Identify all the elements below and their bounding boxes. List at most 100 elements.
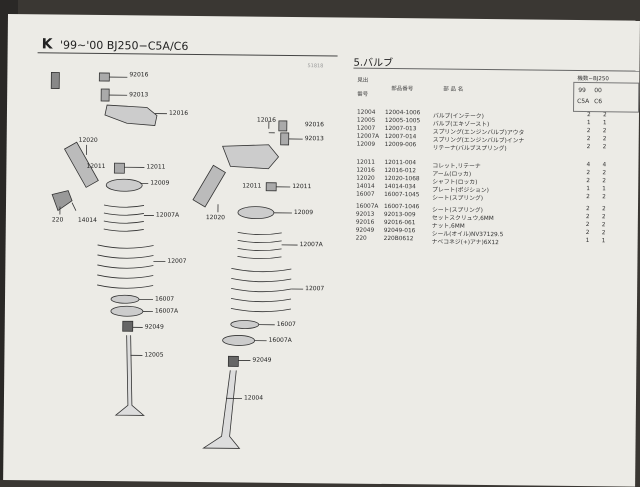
callout-12016: 12016 [169, 110, 188, 117]
callout-12020: 12020 [79, 137, 98, 144]
part-number: 12009-006 [385, 142, 417, 148]
page-code: 51818 [307, 63, 323, 69]
qty-c5a: 2 [586, 214, 590, 220]
part-number: 12007-013 [385, 126, 417, 132]
ref-number: 12009 [357, 142, 376, 148]
qty-c6: 2 [603, 136, 607, 142]
callout-12011-right: 12011 [146, 163, 165, 170]
callout-92016-right: 92016 [305, 121, 324, 128]
qty-c6: 2 [602, 206, 606, 212]
qty-c5a: 2 [587, 136, 591, 142]
callout-16007: 16007 [155, 296, 174, 303]
ref-number: 12007A [357, 134, 379, 140]
qty-c5a: 1 [586, 238, 590, 244]
part-number: 92013-009 [384, 212, 416, 218]
qty-c6: 2 [602, 214, 606, 220]
qty-c6: 2 [603, 144, 607, 150]
ref-number: 220 [356, 236, 367, 242]
part-name: リテーナ(バルブスプリング) [433, 142, 507, 152]
callout-12007a: 12007A [156, 212, 179, 219]
qty-c6: 2 [602, 222, 606, 228]
callout-92013: 92013 [129, 91, 148, 98]
rocker-arm-icon [105, 105, 157, 126]
qty-c6: 1 [602, 186, 606, 192]
callout-16007a-right: 16007A [269, 337, 292, 344]
col-part-header: 部品番号 [391, 84, 413, 92]
ref-number: 92016 [356, 220, 375, 226]
callout-16007a: 16007A [155, 308, 178, 315]
ref-number: 92049 [356, 228, 375, 234]
ref-number: 16007 [356, 192, 375, 198]
qty-c5a: 1 [587, 120, 591, 126]
callout-92016: 92016 [129, 71, 148, 78]
part-number: 14014-034 [384, 184, 416, 190]
qty-c5a: 2 [586, 178, 590, 184]
callout-12005: 12005 [144, 351, 163, 358]
spring-seat-a-icon [111, 306, 143, 316]
qty-c5a: 2 [587, 128, 591, 134]
qty-c6: 4 [602, 162, 606, 168]
part-number: 220B0612 [384, 236, 414, 242]
callout-12016-right: 12016 [257, 117, 276, 124]
oil-seal-icon [123, 321, 133, 331]
part-number: 16007-1045 [384, 192, 419, 198]
callout-12009: 12009 [150, 179, 169, 186]
qty-c6: 1 [602, 238, 606, 244]
qty-c6: 2 [603, 128, 607, 134]
col-ref-header: 見出 [357, 76, 368, 84]
spring-seat-icon [111, 295, 139, 303]
retainer-icon [106, 179, 142, 191]
model-year-00: 00 [594, 87, 602, 94]
model-year-99: 99 [578, 87, 586, 94]
qty-c5a: 2 [586, 206, 590, 212]
model-code-c6: C6 [594, 98, 602, 105]
callout-16007-right: 16007 [277, 321, 296, 328]
callout-12007a-right: 12007A [300, 241, 323, 248]
ref-number: 12016 [356, 168, 375, 174]
part-name: ナベコネジ(+)アナ)6X12 [432, 236, 499, 246]
model-caption: 機数−BJ250 [577, 74, 609, 82]
qty-c6: 2 [603, 112, 607, 118]
callout-12004: 12004 [244, 394, 263, 401]
part-number: 92049-016 [384, 228, 416, 234]
callout-92013-right: 92013 [305, 135, 324, 142]
outer-spring-icon [97, 245, 153, 289]
section-rule [353, 68, 640, 72]
qty-c6: 2 [602, 194, 606, 200]
callout-12011-r1: 12011 [242, 182, 261, 189]
model-applicability-box: 機数−BJ250 99 00 C5A C6 [573, 82, 639, 113]
part-number: 12004-1006 [385, 110, 420, 116]
callout-92049: 92049 [145, 323, 164, 330]
valve-exploded-diagram [3, 14, 348, 484]
callout-12011-r2: 12011 [292, 183, 311, 190]
qty-c5a: 2 [586, 170, 590, 176]
ref-number: 12020 [356, 176, 375, 182]
callout-12007: 12007 [167, 258, 186, 265]
qty-c6: 2 [602, 230, 606, 236]
part-number: 12016-012 [384, 168, 416, 174]
ref-number: 12011 [356, 160, 375, 166]
screw-plate-icon [52, 190, 72, 210]
part-number: 12020-1068 [384, 176, 419, 182]
ref-number: 12005 [357, 118, 376, 124]
qty-c6: 1 [603, 120, 607, 126]
part-number: 12005-1005 [385, 118, 420, 124]
qty-c6: 2 [602, 178, 606, 184]
set-screw-icon [101, 89, 109, 101]
qty-c5a: 2 [586, 194, 590, 200]
col-ref-header-2: 番号 [357, 90, 368, 98]
position-plate-icon [51, 72, 59, 88]
part-number: 92016-061 [384, 220, 416, 226]
ref-number: 14014 [356, 184, 375, 190]
callout-12011: 12011 [86, 163, 105, 170]
qty-c6: 2 [602, 170, 606, 176]
callout-220: 220 [52, 216, 64, 223]
part-name: シート(スプリング) [432, 192, 483, 202]
parts-catalog-page: K '99~'00 BJ250−C5A/C6 5.バルブ 見出 番号 部品番号 … [3, 14, 640, 487]
col-name-header: 部 品 名 [443, 85, 463, 93]
qty-c5a: 2 [587, 144, 591, 150]
callout-12020-right: 12020 [206, 214, 225, 221]
inner-spring-icon [237, 232, 281, 258]
nut-icon [99, 73, 109, 81]
qty-c5a: 2 [586, 222, 590, 228]
